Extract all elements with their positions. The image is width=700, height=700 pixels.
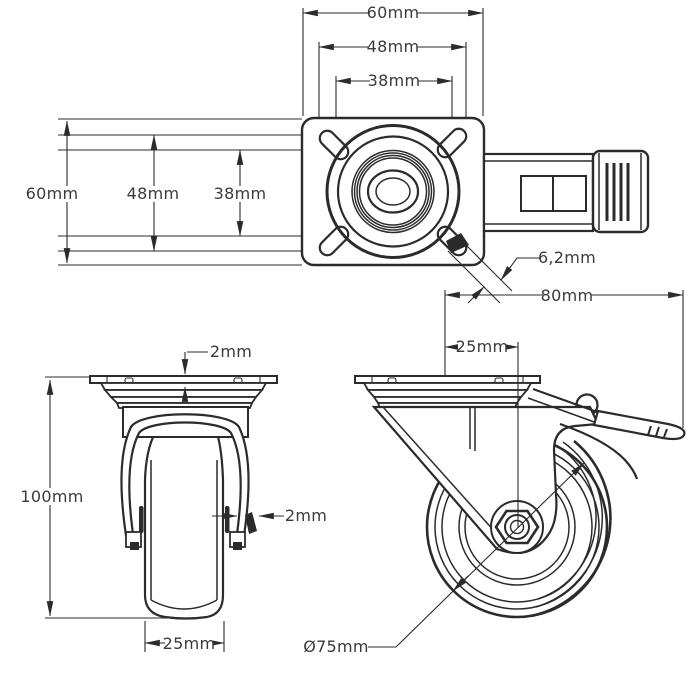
axle-nut bbox=[490, 500, 544, 554]
dim-label-slot-width: 6,2mm bbox=[538, 248, 596, 267]
front-fork-yoke bbox=[120, 413, 257, 550]
front-view: 2mm 100mm 2mm 25mm bbox=[20, 342, 327, 653]
dim-label-plate-width: 60mm bbox=[367, 3, 420, 22]
side-view: 80mm 25mm Ø75mm bbox=[303, 286, 686, 656]
dim-label-bolt-outer: 48mm bbox=[367, 37, 420, 56]
front-plate-and-swivel bbox=[89, 375, 278, 409]
dim-label-total-height: 100mm bbox=[20, 487, 83, 506]
dim-label-bolt-inner-v: 38mm bbox=[214, 184, 267, 203]
slot-width-callout bbox=[446, 233, 540, 304]
brake-pedal bbox=[527, 388, 686, 480]
slot-section-mark bbox=[446, 233, 469, 253]
dim-label-plate-depth: 60mm bbox=[26, 184, 79, 203]
end-cap-ribs bbox=[605, 163, 630, 221]
pedal-grip-ribs bbox=[647, 425, 668, 438]
front-wheel bbox=[143, 429, 225, 620]
axle-pin-left bbox=[139, 506, 144, 533]
brake-pin bbox=[245, 512, 257, 534]
dim-label-plate-thickness: 2mm bbox=[210, 342, 252, 361]
axle-pin-right bbox=[225, 506, 230, 533]
side-fork bbox=[371, 405, 600, 554]
dim-label-wheel-diameter: Ø75mm bbox=[303, 637, 369, 656]
dim-label-bolt-outer-v: 48mm bbox=[127, 184, 180, 203]
dim-label-swivel-offset: 25mm bbox=[456, 337, 509, 356]
brake-lever-top-view bbox=[482, 149, 650, 234]
top-view-extension-lines bbox=[58, 8, 484, 266]
dim-label-wheel-width: 25mm bbox=[163, 634, 216, 653]
brake-lever-arm bbox=[482, 152, 595, 233]
swivel-bearing-rings bbox=[325, 124, 461, 259]
top-view: 60mm 48mm 38mm 60mm 48mm 38mm 6,2mm bbox=[26, 3, 650, 304]
dim-label-total-length: 80mm bbox=[541, 286, 594, 305]
wheel-diameter-leader bbox=[368, 462, 585, 648]
dim-label-fork-thickness: 2mm bbox=[285, 506, 327, 525]
dim-label-bolt-inner: 38mm bbox=[368, 71, 421, 90]
side-plate-and-swivel bbox=[354, 375, 541, 409]
